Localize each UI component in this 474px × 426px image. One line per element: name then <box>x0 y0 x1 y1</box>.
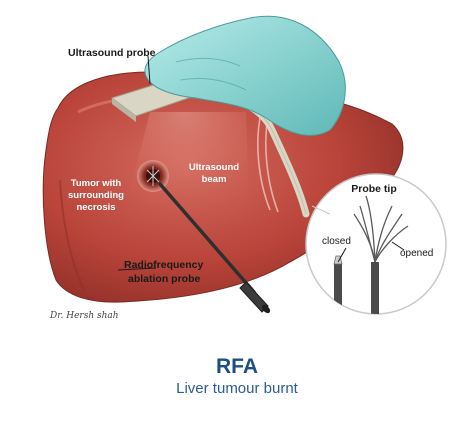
artist-signature: Dr. Hersh shah <box>49 311 119 321</box>
label-closed: closed <box>322 236 351 247</box>
label-tumor-line2: surrounding <box>68 190 124 201</box>
label-ultrasound-probe: Ultrasound probe <box>68 47 156 59</box>
gloved-hand <box>144 15 346 136</box>
label-probe-tip: Probe tip <box>351 183 397 195</box>
label-tumor-line1: Tumor with <box>71 178 122 189</box>
opened-probe-tip <box>353 195 409 314</box>
label-opened: opened <box>400 248 433 259</box>
label-tumor-line3: necrosis <box>76 202 115 213</box>
label-beam-line1: Ultrasound <box>189 162 239 173</box>
closed-probe-tip <box>333 255 343 314</box>
leader-lines <box>117 55 405 271</box>
label-beam-line2: beam <box>202 174 227 185</box>
ultrasound-beam <box>120 112 250 230</box>
label-rf-line2: ablation probe <box>128 273 200 285</box>
caption-title: RFA <box>216 355 258 378</box>
caption-subtitle: Liver tumour burnt <box>176 380 298 397</box>
label-rf-line1: Radiofrequency <box>124 259 204 271</box>
probe-tip-inset <box>305 173 447 315</box>
rf-ablation-probe <box>158 182 271 314</box>
